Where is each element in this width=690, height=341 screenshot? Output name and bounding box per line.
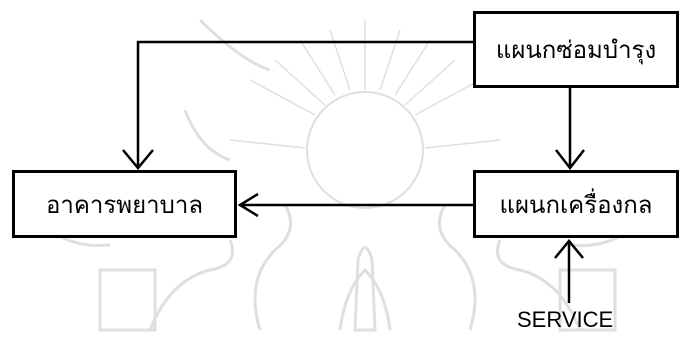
connector-machinery-to-hospital (240, 194, 473, 216)
node-hospital-label: อาคารพยาบาล (46, 185, 203, 224)
connector-maintenance-to-machinery (556, 88, 584, 168)
node-maintenance-label: แผนกซ่อมบำรุง (496, 30, 656, 69)
service-input-label: SERVICE (517, 307, 613, 333)
node-machinery-label: แผนกเครื่องกล (500, 185, 653, 224)
node-hospital-building: อาคารพยาบาล (12, 170, 237, 238)
node-machinery-department: แผนกเครื่องกล (473, 170, 679, 238)
node-maintenance-department: แผนกซ่อมบำรุง (473, 11, 679, 88)
